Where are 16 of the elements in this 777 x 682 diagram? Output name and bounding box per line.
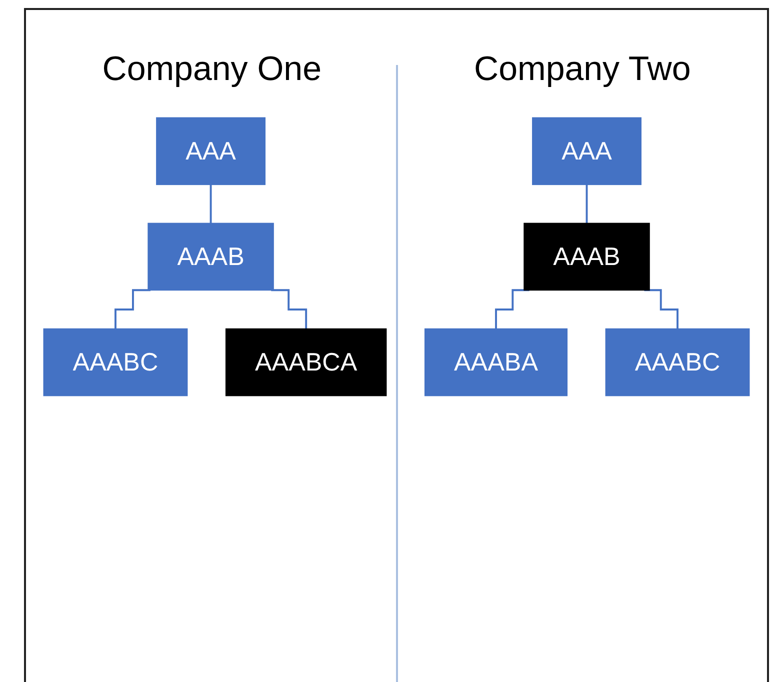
connector [495, 289, 530, 330]
connector [586, 184, 588, 224]
node-box: AAA [156, 117, 266, 186]
node-box: AAABC [43, 328, 188, 396]
column-heading: Company One [102, 50, 322, 89]
column-heading: Company Two [474, 50, 691, 89]
node-box: AAABCA [225, 328, 387, 396]
node-box: AAABA [424, 328, 568, 396]
node-box: AAAB [148, 222, 274, 291]
node-box: AAA [532, 117, 642, 186]
node-box: AAAB [524, 222, 650, 291]
node-box: AAABC [605, 328, 750, 396]
connector [644, 289, 678, 330]
connector [271, 289, 308, 330]
connector [210, 184, 212, 224]
connector [114, 289, 150, 330]
